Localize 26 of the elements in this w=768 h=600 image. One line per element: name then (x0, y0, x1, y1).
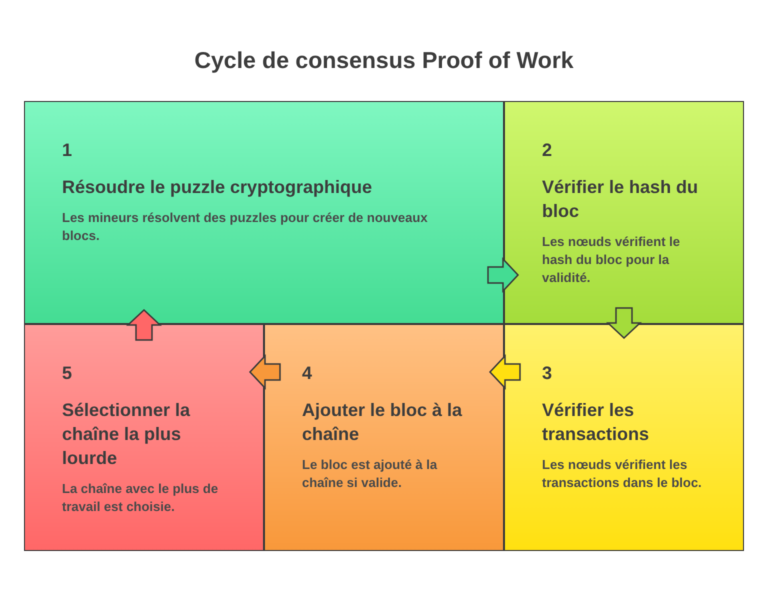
block-arrow (126, 308, 162, 341)
step-description: Les mineurs résolvent des puzzles pour créer de nouveaux blocs. (62, 209, 429, 245)
step-panel (24, 101, 504, 324)
step-number: 2 (542, 140, 554, 161)
step-description: La chaîne avec le plus de travail est choisie. (62, 480, 220, 516)
step-heading: Sélectionner la chaîne la plus lourde (62, 399, 192, 470)
diagram-title: Cycle de consensus Proof of Work (193, 47, 575, 74)
step-description: Les nœuds vérifient les transactions dans le bloc. (542, 456, 703, 492)
step-number: 5 (62, 363, 74, 384)
step-number: 4 (302, 363, 314, 384)
block-arrow (606, 307, 642, 340)
step-heading: Vérifier les transactions (542, 399, 650, 446)
step-panel (504, 101, 744, 324)
step-heading: Résoudre le puzzle cryptographique (62, 176, 374, 199)
step-panel (264, 324, 504, 551)
step-description: Le bloc est ajouté à la chaîne si valide. (302, 456, 438, 492)
step-description: Les nœuds vérifient le hash du bloc pour la validité. (542, 233, 681, 287)
step-panel (24, 324, 264, 551)
block-arrow (248, 354, 281, 390)
step-heading: Ajouter le bloc à la chaîne (302, 399, 464, 446)
step-number: 3 (542, 363, 554, 384)
step-heading: Vérifier le hash du bloc (542, 176, 700, 223)
step-panel (504, 324, 744, 551)
step-number: 1 (62, 140, 74, 161)
block-arrow (488, 354, 521, 390)
block-arrow (487, 257, 520, 293)
